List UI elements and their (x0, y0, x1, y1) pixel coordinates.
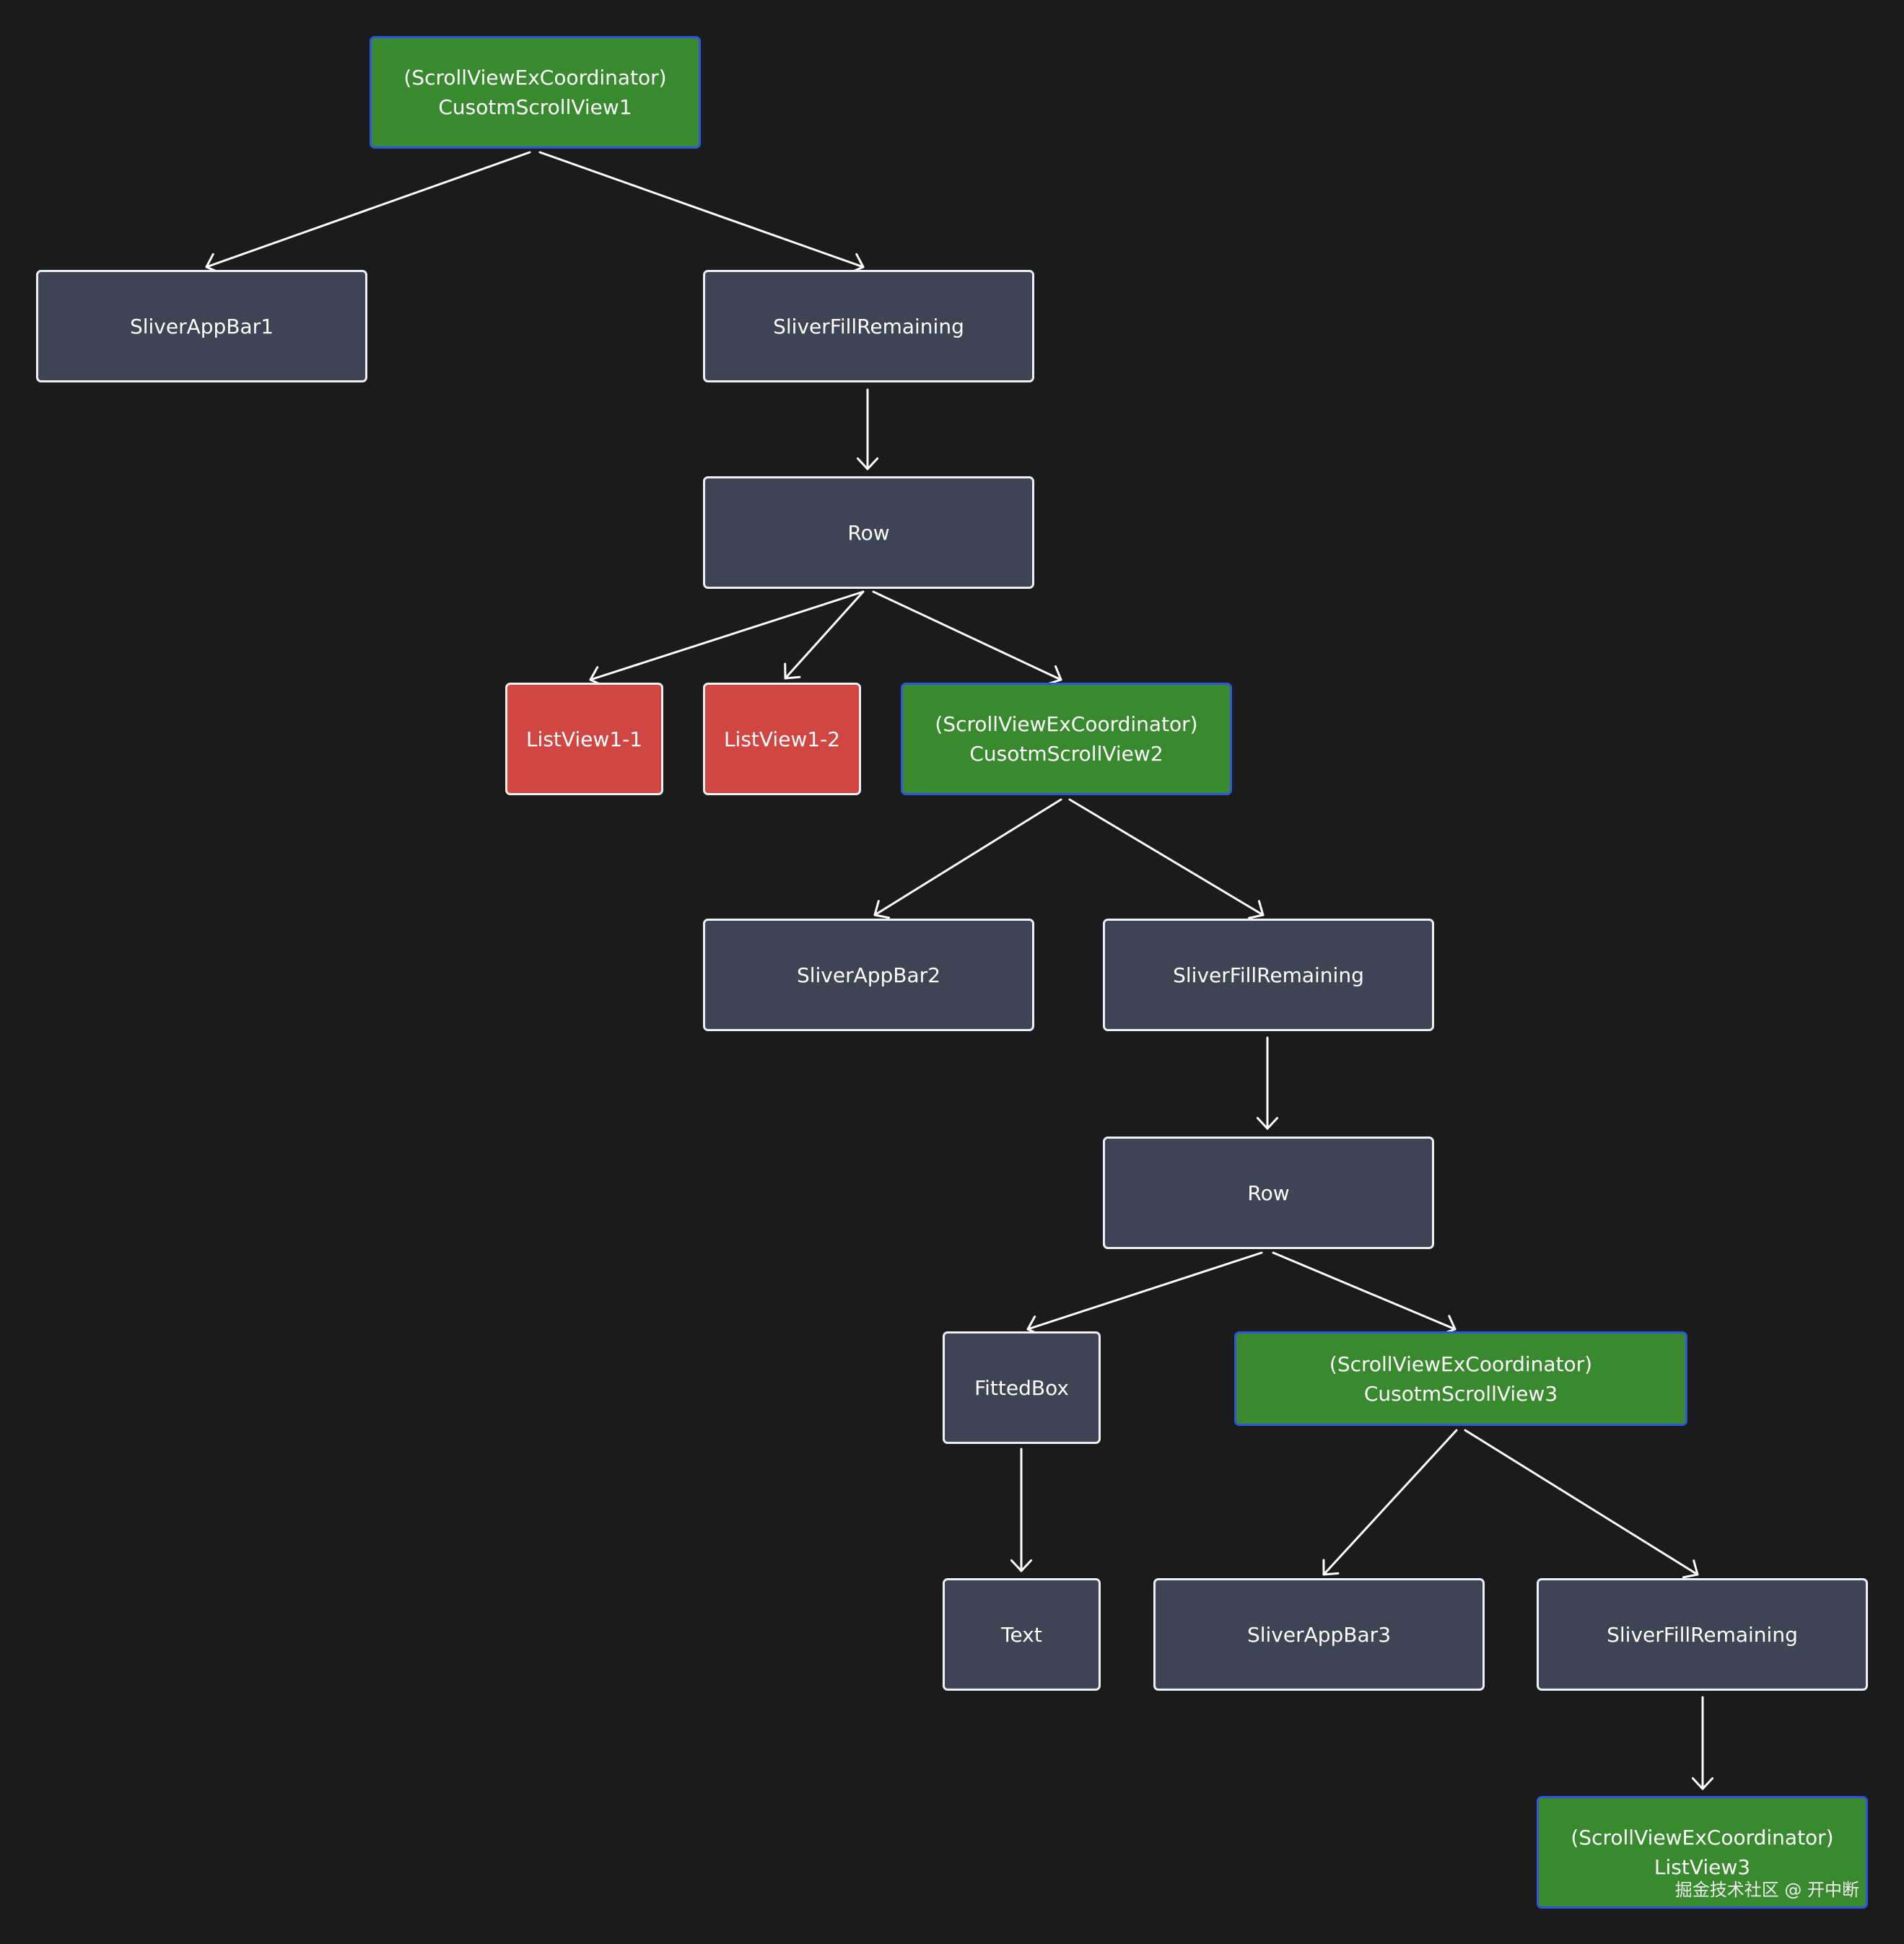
node-appbar2: SliverAppBar2 (703, 919, 1034, 1031)
node-cv3: (ScrollViewExCoordinator) CusotmScrollVie… (1234, 1331, 1687, 1426)
edge-row1-to-cv2 (872, 590, 1062, 681)
node-appbar3: SliverAppBar3 (1153, 1578, 1485, 1691)
node-lv3: (ScrollViewExCoordinator) ListView3 (1537, 1796, 1868, 1909)
node-label: (ScrollViewExCoordinator) (403, 66, 667, 89)
edge-cv2-to-fill2 (1068, 798, 1265, 916)
edge-cv1-to-fill1 (538, 151, 865, 268)
node-label: Row (847, 520, 890, 545)
node-label: ListView1-1 (525, 727, 643, 751)
node-label: CusotmScrollView3 (1363, 1381, 1558, 1406)
edge-cv3-to-fill3 (1464, 1429, 1699, 1576)
node-fill2: SliverFillRemaining (1103, 919, 1434, 1031)
node-fill3: SliverFillRemaining (1537, 1578, 1868, 1691)
edge-cv1-to-appbar1 (205, 151, 531, 268)
node-label: Row (1247, 1181, 1290, 1205)
node-cv2: (ScrollViewExCoordinator) CusotmScrollVie… (901, 683, 1232, 795)
node-label: (ScrollViewExCoordinator) (1571, 1826, 1834, 1849)
node-label: CusotmScrollView2 (969, 742, 1163, 766)
node-label: (ScrollViewExCoordinator) (1329, 1352, 1593, 1376)
node-label: SliverFillRemaining (1607, 1622, 1798, 1647)
arrowhead-cv2-to-fill2 (1247, 900, 1265, 919)
node-label: SliverFillRemaining (1173, 963, 1364, 987)
edge-row1-to-lv11 (589, 590, 865, 681)
edge-cv3-to-appbar3 (1322, 1429, 1458, 1576)
arrowhead-cv2-to-appbar2 (873, 900, 891, 919)
node-lv11: ListView1-1 (505, 683, 663, 795)
edge-row2-to-fitted (1026, 1251, 1263, 1331)
node-fill1: SliverFillRemaining (703, 270, 1034, 382)
node-label: ListView3 (1654, 1855, 1751, 1879)
arrowhead-row1-to-lv12 (784, 662, 801, 680)
node-text: Text (943, 1578, 1101, 1691)
node-label: SliverAppBar2 (796, 963, 941, 987)
node-label: CusotmScrollView1 (438, 95, 632, 119)
edge-cv2-to-appbar2 (873, 798, 1062, 916)
node-appbar1: SliverAppBar1 (36, 270, 367, 382)
node-row2: Row (1103, 1137, 1434, 1249)
edge-row1-to-lv12 (784, 590, 865, 680)
node-label: ListView1-2 (723, 727, 841, 751)
arrowhead-fitted-to-text (1010, 1559, 1033, 1572)
node-label: SliverAppBar1 (129, 314, 274, 338)
arrowhead-fill1-to-row1 (856, 457, 879, 470)
node-fitted: FittedBox (943, 1331, 1101, 1444)
arrowhead-fill2-to-row2 (1256, 1116, 1279, 1130)
node-label: FittedBox (974, 1375, 1069, 1400)
node-label: (ScrollViewExCoordinator) (935, 712, 1198, 736)
arrowhead-fill3-to-lv3 (1691, 1777, 1714, 1790)
node-label: SliverFillRemaining (773, 314, 964, 338)
arrowhead-cv3-to-fill3 (1682, 1559, 1699, 1579)
node-label: Text (1001, 1622, 1042, 1647)
arrowhead-cv3-to-appbar3 (1322, 1559, 1340, 1576)
node-lv12: ListView1-2 (703, 683, 861, 795)
watermark: 掘金技术社区 @ 开中断 (1674, 1880, 1859, 1900)
node-cv1: (ScrollViewExCoordinator) CusotmScrollVie… (370, 36, 701, 149)
node-row1: Row (703, 476, 1034, 589)
node-label: SliverAppBar3 (1246, 1622, 1392, 1647)
edge-row2-to-cv3 (1272, 1251, 1457, 1331)
